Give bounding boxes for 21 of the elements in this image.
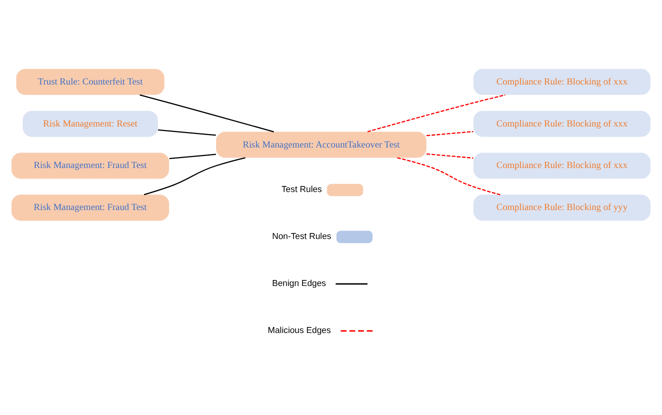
- connector: [140, 94, 274, 132]
- legend-label: Malicious Edges: [268, 325, 331, 336]
- node-box: Risk Management: Reset: [22, 110, 158, 137]
- node-box: Risk Management: AccountTakeover Test: [216, 132, 426, 158]
- connector: [367, 94, 506, 132]
- node-box: Compliance Rule: Blocking of xxx: [473, 110, 650, 137]
- connector: [426, 130, 474, 136]
- legend-label: Non-Test Rules: [272, 231, 332, 242]
- legend-label: Benign Edges: [272, 278, 326, 288]
- node-box: Compliance Rule: Blocking of xxx: [473, 68, 650, 95]
- node-box: Compliance Rule: Blocking of xxx: [473, 152, 650, 179]
- connector: [144, 157, 246, 196]
- connector: [426, 153, 474, 159]
- node-box: Compliance Rule: Blocking of yyy: [473, 194, 650, 221]
- connector: [158, 129, 216, 136]
- node-box: Risk Management: Fraud Test: [12, 194, 170, 221]
- connector: [169, 154, 216, 160]
- legend-label: Test Rules: [281, 184, 322, 194]
- node-box: Trust Rule: Counterfeit Test: [16, 68, 164, 95]
- node-box: Risk Management: Fraud Test: [12, 152, 170, 179]
- connector: [397, 157, 500, 196]
